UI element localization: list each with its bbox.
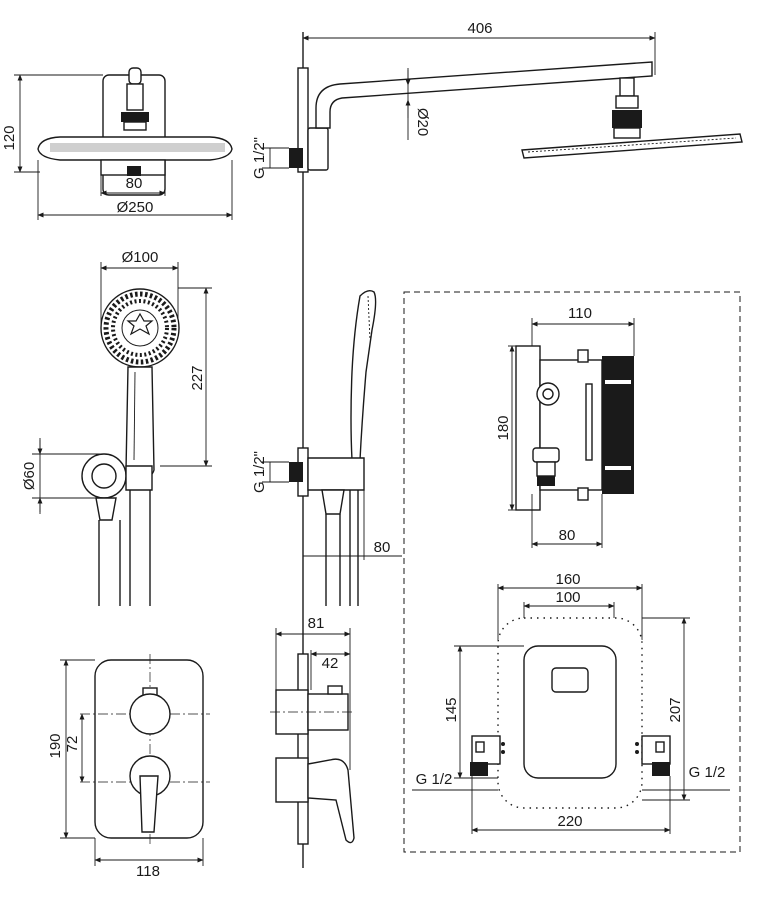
dim-head-height: 120: [1, 125, 18, 150]
dim-head-80: 80: [126, 175, 143, 192]
head-shower-front-view: [14, 67, 233, 220]
detail-frame: [403, 291, 741, 853]
dim-body-depth: 110: [568, 305, 592, 322]
dim-hand-diameter: Ø100: [122, 249, 159, 266]
dim-hand-offset: 80: [374, 539, 391, 556]
dim-mixer-width: 118: [136, 863, 160, 880]
dim-hand-holder: Ø60: [21, 462, 38, 490]
dim-frame-thread-right: G 1/2: [689, 764, 726, 781]
dim-arm-length: 406: [467, 20, 492, 37]
dim-mixer-inner: 42: [322, 655, 339, 672]
dim-arm-thread: G 1/2": [251, 137, 268, 179]
dim-mixer-height: 190: [47, 733, 64, 758]
dim-hand-thread: G 1/2": [251, 451, 268, 493]
dim-mixer-spacing: 72: [64, 736, 81, 753]
dim-frame-145: 145: [443, 697, 460, 722]
dim-frame-100: 100: [555, 589, 580, 606]
dim-frame-220: 220: [557, 813, 582, 830]
dim-frame-207: 207: [667, 697, 684, 722]
dim-body-bottom: 80: [559, 527, 576, 544]
hand-shower-front-view: [32, 262, 212, 606]
dim-head-diameter: Ø250: [117, 199, 154, 216]
dim-arm-diameter: Ø20: [414, 108, 431, 136]
shower-arm-side-view: [262, 32, 743, 173]
dim-mixer-depth: 81: [308, 615, 325, 632]
valve-body-view: [508, 318, 635, 548]
mixer-front-view: [60, 654, 210, 866]
dim-body-height: 180: [495, 415, 512, 440]
hand-shower-side-view: [262, 289, 402, 606]
nozzle-row: [50, 143, 225, 152]
dim-hand-length: 227: [189, 365, 206, 390]
mixer-side-view: [270, 628, 355, 845]
mounting-frame-view: [412, 584, 730, 834]
dim-frame-thread-left: G 1/2: [416, 771, 453, 788]
spray-holes: [103, 291, 177, 365]
dim-frame-160: 160: [555, 571, 580, 588]
